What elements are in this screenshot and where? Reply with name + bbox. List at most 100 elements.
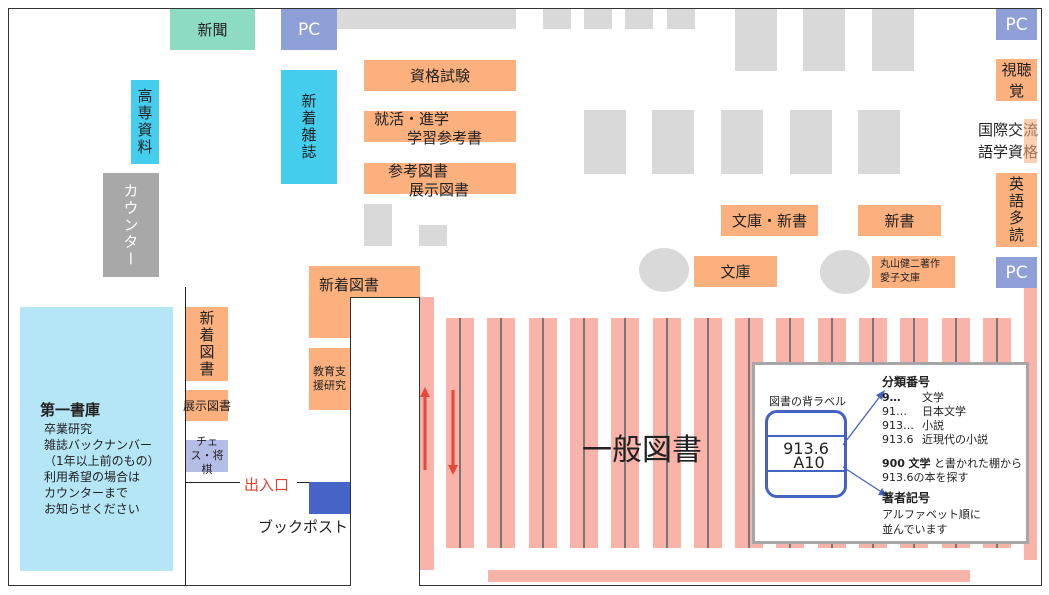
shelf-unit	[487, 318, 515, 548]
new-books-vertical: 新着図書	[186, 307, 228, 381]
reference-shelf: 参考図書 展示図書	[364, 162, 516, 199]
bunko-shinsho-shelf: 文庫・新書	[721, 205, 818, 236]
general-books-label: 一般図書	[582, 433, 702, 468]
new-books-label: 新着図書	[319, 276, 380, 294]
first-stack-room: 第一書庫 卒業研究 雑誌バックナンバー （1年以上前のもの） 利用希望の場合は …	[20, 307, 173, 571]
international-shelf-strip	[1024, 119, 1037, 163]
first-stack-line: （1年以上前のもの）	[44, 454, 160, 468]
first-stack-line: お知らせください	[44, 502, 140, 516]
shelf-small-2	[419, 225, 447, 246]
maruyama-shelf: 丸山健二著作 愛子文庫	[872, 256, 955, 288]
reference-label-1: 参考図書	[388, 162, 449, 180]
shelf-mid-2	[652, 110, 694, 174]
international-label-2: 語学資格	[977, 143, 1038, 161]
shelf-unit	[653, 318, 681, 548]
example-text-2: 913.6の本を探す	[882, 471, 969, 484]
shelf-top-1	[336, 9, 516, 29]
shelf-divider	[707, 318, 709, 548]
shinsho-shelf: 新書	[858, 205, 941, 236]
pc-area-1: PC	[281, 9, 337, 50]
wall-line-1	[185, 287, 186, 586]
shelf-mid-4	[790, 110, 832, 174]
chosha-line-2: 並んでいます	[882, 523, 948, 536]
shelf-top-3	[584, 9, 612, 29]
bunrui-title: 分類番号	[882, 375, 931, 389]
example-subject: 文学	[908, 457, 931, 470]
shelf-divider	[542, 318, 544, 548]
arrow-down-icon	[448, 390, 458, 475]
pc-area-2: PC	[996, 9, 1037, 40]
bunko-shelf: 文庫	[694, 256, 777, 287]
spine-label-icon: 913.6	[765, 410, 847, 498]
bottom-shelf	[488, 570, 970, 582]
shelf-top-7	[803, 9, 845, 71]
english-extensive-reading: 英語多読	[996, 173, 1037, 247]
direction-arrows	[420, 387, 458, 475]
shelf-divider	[500, 318, 502, 548]
international-label-1: 国際交流	[977, 121, 1038, 139]
qualification-exam-label: 資格試験	[409, 67, 470, 85]
shelf-unit	[611, 318, 639, 548]
education-support: 教育支援研究	[309, 348, 350, 410]
audiovisual-area: 視聴覚	[996, 59, 1037, 101]
bunrui-code: 91…	[882, 405, 907, 418]
bunrui-code: 913…	[882, 419, 914, 432]
kosen-label: 高専資料	[135, 88, 154, 156]
pc-label: PC	[1005, 14, 1028, 35]
shelf-unit	[529, 318, 557, 548]
job-study-shelf: 就活・進学 学習参考書	[364, 110, 516, 147]
pc-area-3: PC	[996, 257, 1037, 288]
new-magazines: 新着雑誌	[281, 70, 337, 184]
exhibit-books: 展示図書	[183, 390, 232, 421]
legend-arrows	[842, 390, 887, 496]
bunrui-code: 913.6	[882, 433, 914, 446]
shelf-mid-3	[721, 110, 763, 174]
counter: カウンター	[103, 173, 159, 277]
newspaper-area: 新聞	[170, 9, 255, 50]
entrance-corridor	[350, 297, 420, 586]
shelf-unit	[446, 318, 474, 548]
first-stack-line: 利用希望の場合は	[44, 470, 141, 484]
chosha-title: 著者記号	[882, 491, 931, 505]
shelf-divider	[459, 318, 461, 548]
shelf-divider	[748, 318, 750, 548]
chosha-line-1: アルファベット順に	[882, 508, 981, 521]
first-stack-line: カウンターまで	[44, 486, 129, 500]
new-magazines-label: 新着雑誌	[299, 93, 318, 161]
first-stack-title: 第一書庫	[40, 401, 101, 419]
bunko-shinsho-label: 文庫・新書	[731, 212, 807, 230]
bunrui-desc: 日本文学	[922, 405, 966, 418]
pc-label: PC	[1005, 262, 1028, 283]
shelf-top-2	[543, 9, 571, 29]
spine-top-text: 913.6	[783, 439, 829, 458]
maruyama-label-1: 丸山健二著作	[880, 259, 940, 270]
chess-shogi-label: チェス・将棋	[190, 435, 224, 476]
wall-line-2	[185, 482, 240, 483]
spine-bottom-text: A10	[793, 453, 825, 472]
exhibit-books-label: 展示図書	[183, 399, 232, 413]
example-text: と書かれた棚から	[933, 457, 1022, 470]
pc-label: PC	[297, 19, 321, 40]
new-books-vertical-label: 新着図書	[197, 310, 216, 378]
shinsho-label: 新書	[884, 212, 915, 230]
bunrui-desc: 文学	[922, 391, 944, 404]
shelf-top-5	[667, 9, 695, 29]
round-table-2	[820, 250, 870, 294]
bunrui-code: 9…	[882, 391, 901, 404]
round-table-1	[639, 248, 689, 292]
english-reading-label: 英語多読	[1007, 176, 1025, 244]
job-study-label-2: 学習参考書	[407, 129, 483, 147]
spine-label-title: 図書の背ラベル	[769, 395, 846, 408]
shelf-mid-5	[858, 110, 900, 174]
first-stack-line: 卒業研究	[44, 422, 93, 436]
education-support-label: 教育支援研究	[313, 365, 346, 392]
corridor-shelf	[420, 297, 434, 570]
shelf-divider	[583, 318, 585, 548]
maruyama-label-2: 愛子文庫	[880, 273, 920, 284]
bookpost-box	[309, 482, 350, 514]
kosen-materials: 高専資料	[131, 80, 159, 164]
qualification-exam-shelf: 資格試験	[364, 60, 516, 91]
bunrui-desc: 小説	[922, 419, 944, 432]
shelf-unit	[570, 318, 598, 548]
shelf-divider	[666, 318, 668, 548]
